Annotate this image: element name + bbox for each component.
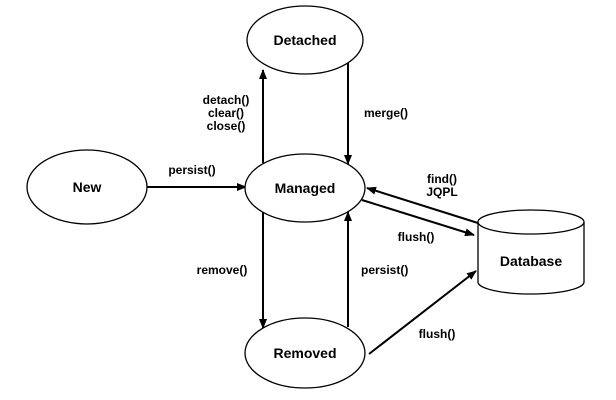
state-removed-label: Removed bbox=[273, 345, 336, 361]
label-removed-to-database: flush() bbox=[419, 327, 456, 341]
edge-removed-to-database bbox=[368, 270, 477, 355]
label-managed-to-detached-3: close() bbox=[207, 119, 246, 133]
label-managed-to-database: flush() bbox=[398, 230, 435, 244]
label-database-to-managed-2: JQPL bbox=[426, 185, 457, 199]
state-new: New bbox=[26, 149, 148, 225]
state-detached: Detached bbox=[246, 5, 364, 75]
label-managed-to-detached-2: clear() bbox=[208, 106, 244, 120]
database-cylinder: Database bbox=[477, 209, 585, 295]
label-new-to-managed: persist() bbox=[168, 163, 215, 177]
label-database-to-managed-1: find() bbox=[427, 172, 457, 186]
state-detached-label: Detached bbox=[273, 32, 336, 48]
state-managed: Managed bbox=[244, 153, 366, 223]
label-detached-to-managed: merge() bbox=[364, 106, 408, 120]
label-managed-to-removed: remove() bbox=[197, 263, 248, 277]
state-new-label: New bbox=[73, 179, 102, 195]
state-managed-label: Managed bbox=[275, 180, 336, 196]
label-managed-to-detached-1: detach() bbox=[203, 93, 250, 107]
edge-database-to-managed bbox=[366, 186, 479, 224]
state-removed: Removed bbox=[244, 317, 366, 389]
database-label: Database bbox=[500, 253, 562, 269]
label-removed-to-managed: persist() bbox=[361, 263, 408, 277]
edge-managed-to-database bbox=[361, 199, 475, 237]
